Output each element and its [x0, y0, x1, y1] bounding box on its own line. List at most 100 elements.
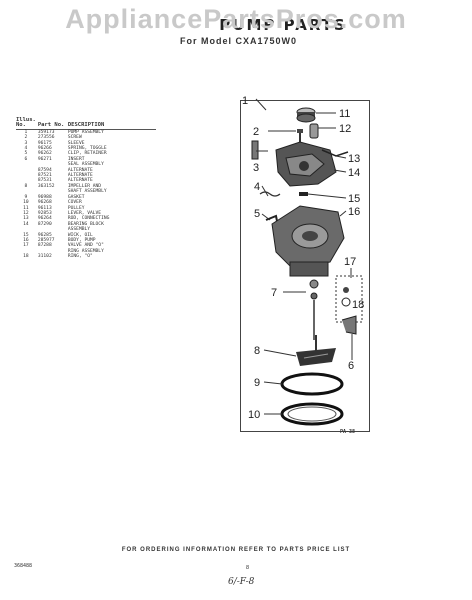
description-cell: SEAL ASSEMBLY	[67, 162, 104, 168]
description-cell: GASKET	[67, 194, 85, 200]
part-no-cell: 87531	[37, 178, 52, 184]
table-row: 2 273556 SCREW	[16, 135, 156, 140]
description-cell: RING ASSEMBLY	[67, 248, 104, 254]
description-cell: ALTERNATE	[67, 167, 93, 173]
callout-16: 16	[348, 206, 360, 218]
description-cell: LEVER, VALVE	[67, 210, 102, 216]
cover-part	[280, 402, 344, 426]
part-no-cell: 96285	[37, 232, 52, 238]
part-no-cell: 31102	[37, 254, 52, 260]
header-illus-no: Illus. No.	[16, 117, 36, 129]
description-cell: SHAFT ASSEMBLY	[67, 189, 107, 195]
description-cell: PULLEY	[67, 205, 85, 211]
callout-9: 9	[254, 377, 260, 389]
handwritten-note: 6/-F-8	[228, 577, 255, 587]
description-cell: ALTERNATE	[67, 178, 93, 184]
part-no-cell: 273556	[37, 135, 55, 141]
seal-assembly-part	[309, 279, 319, 340]
illus-no-cell: 5	[24, 151, 28, 157]
illus-no-cell: 12	[23, 210, 29, 216]
illus-no-cell: 10	[23, 200, 29, 206]
part-no-cell: 87521	[37, 173, 52, 179]
part-no-cell: 87594	[37, 167, 52, 173]
description-cell: CLIP, RETAINER	[67, 151, 107, 157]
illus-no-cell: 3	[24, 140, 28, 146]
part-no-cell: 96262	[37, 151, 52, 157]
part-no-cell: 359173	[37, 129, 55, 135]
callout-4: 4	[254, 181, 260, 193]
callout-13: 13	[348, 153, 360, 165]
illus-no-cell: 9	[24, 194, 28, 200]
oil-wick-part	[299, 192, 308, 196]
part-no-cell: 96271	[37, 156, 52, 162]
table-row: 15 96285 WICK, OIL	[16, 233, 156, 238]
description-cell: ALTERNATE	[67, 173, 93, 179]
illus-no-cell: 6	[24, 156, 28, 162]
table-row: 17 87288 VALVE AND "O"	[16, 243, 156, 248]
callout-6: 6	[348, 360, 354, 372]
part-no-cell: 96268	[37, 200, 52, 206]
description-cell: RING, "O"	[67, 254, 93, 260]
description-cell: PUMP ASSEMBLY	[67, 129, 104, 135]
table-row: 87521 ALTERNATE	[16, 173, 156, 178]
illus-no-cell: 14	[23, 221, 29, 227]
callout-3: 3	[253, 162, 259, 174]
description-cell: WICK, OIL	[67, 232, 93, 238]
callout-2: 2	[253, 126, 259, 138]
illus-no-cell: 15	[23, 232, 29, 238]
table-row: 9 96988 GASKET	[16, 195, 156, 200]
description-cell: BODY, PUMP	[67, 237, 96, 243]
table-row: SHAFT ASSEMBLY	[16, 189, 156, 194]
toggle-spring-part	[259, 191, 281, 197]
part-no-cell: 96175	[37, 140, 52, 146]
table-row: ASSEMBLY	[16, 227, 156, 232]
table-row: 87531 ALTERNATE	[16, 178, 156, 183]
illus-no-cell: 17	[23, 243, 29, 249]
callout-10: 10	[248, 409, 260, 421]
screw-part	[297, 129, 303, 142]
illus-no-cell: 18	[23, 254, 29, 260]
table-row: 11 96113 PULLEY	[16, 206, 156, 211]
sleeve-part	[251, 140, 259, 160]
callout-1: 1	[242, 95, 248, 107]
callout-7: 7	[271, 287, 277, 299]
table-row: RING ASSEMBLY	[16, 249, 156, 254]
part-no-cell: 92853	[37, 210, 52, 216]
callout-8: 8	[254, 345, 260, 357]
description-cell: SPRING, TOGGLE	[67, 146, 107, 152]
parts-table-header: Illus. No. Part No. DESCRIPTION	[16, 117, 156, 130]
gasket-part	[280, 372, 344, 396]
pump-body-part	[271, 205, 345, 277]
part-no-cell: 285977	[37, 237, 55, 243]
illus-no-cell: 11	[23, 205, 29, 211]
description-cell: SLEEVE	[67, 140, 85, 146]
impeller-part	[296, 335, 336, 366]
description-cell: ASSEMBLY	[67, 227, 91, 233]
model-subtitle: For Model CXA1750W0	[180, 36, 298, 46]
description-cell: SCREW	[67, 135, 82, 141]
table-row: 3 96175 SLEEVE	[16, 141, 156, 146]
part-no-cell: 87288	[37, 243, 52, 249]
part-no-cell: 96266	[37, 146, 52, 152]
header-description: DESCRIPTION	[67, 122, 105, 129]
table-row: SEAL ASSEMBLY	[16, 162, 156, 167]
part-no-cell: 96264	[37, 216, 52, 222]
description-cell: VALVE AND "O"	[67, 243, 104, 249]
illus-no-cell: 8	[24, 183, 28, 189]
callout-18: 18	[352, 299, 364, 311]
callout-15: 15	[348, 193, 360, 205]
callout-17: 17	[344, 256, 356, 268]
part-no-cell: 87290	[37, 221, 52, 227]
part-no-cell: 96988	[37, 194, 52, 200]
callout-11: 11	[339, 108, 350, 120]
illus-no-cell: 2	[24, 135, 28, 141]
part-no-cell: 96113	[37, 205, 52, 211]
